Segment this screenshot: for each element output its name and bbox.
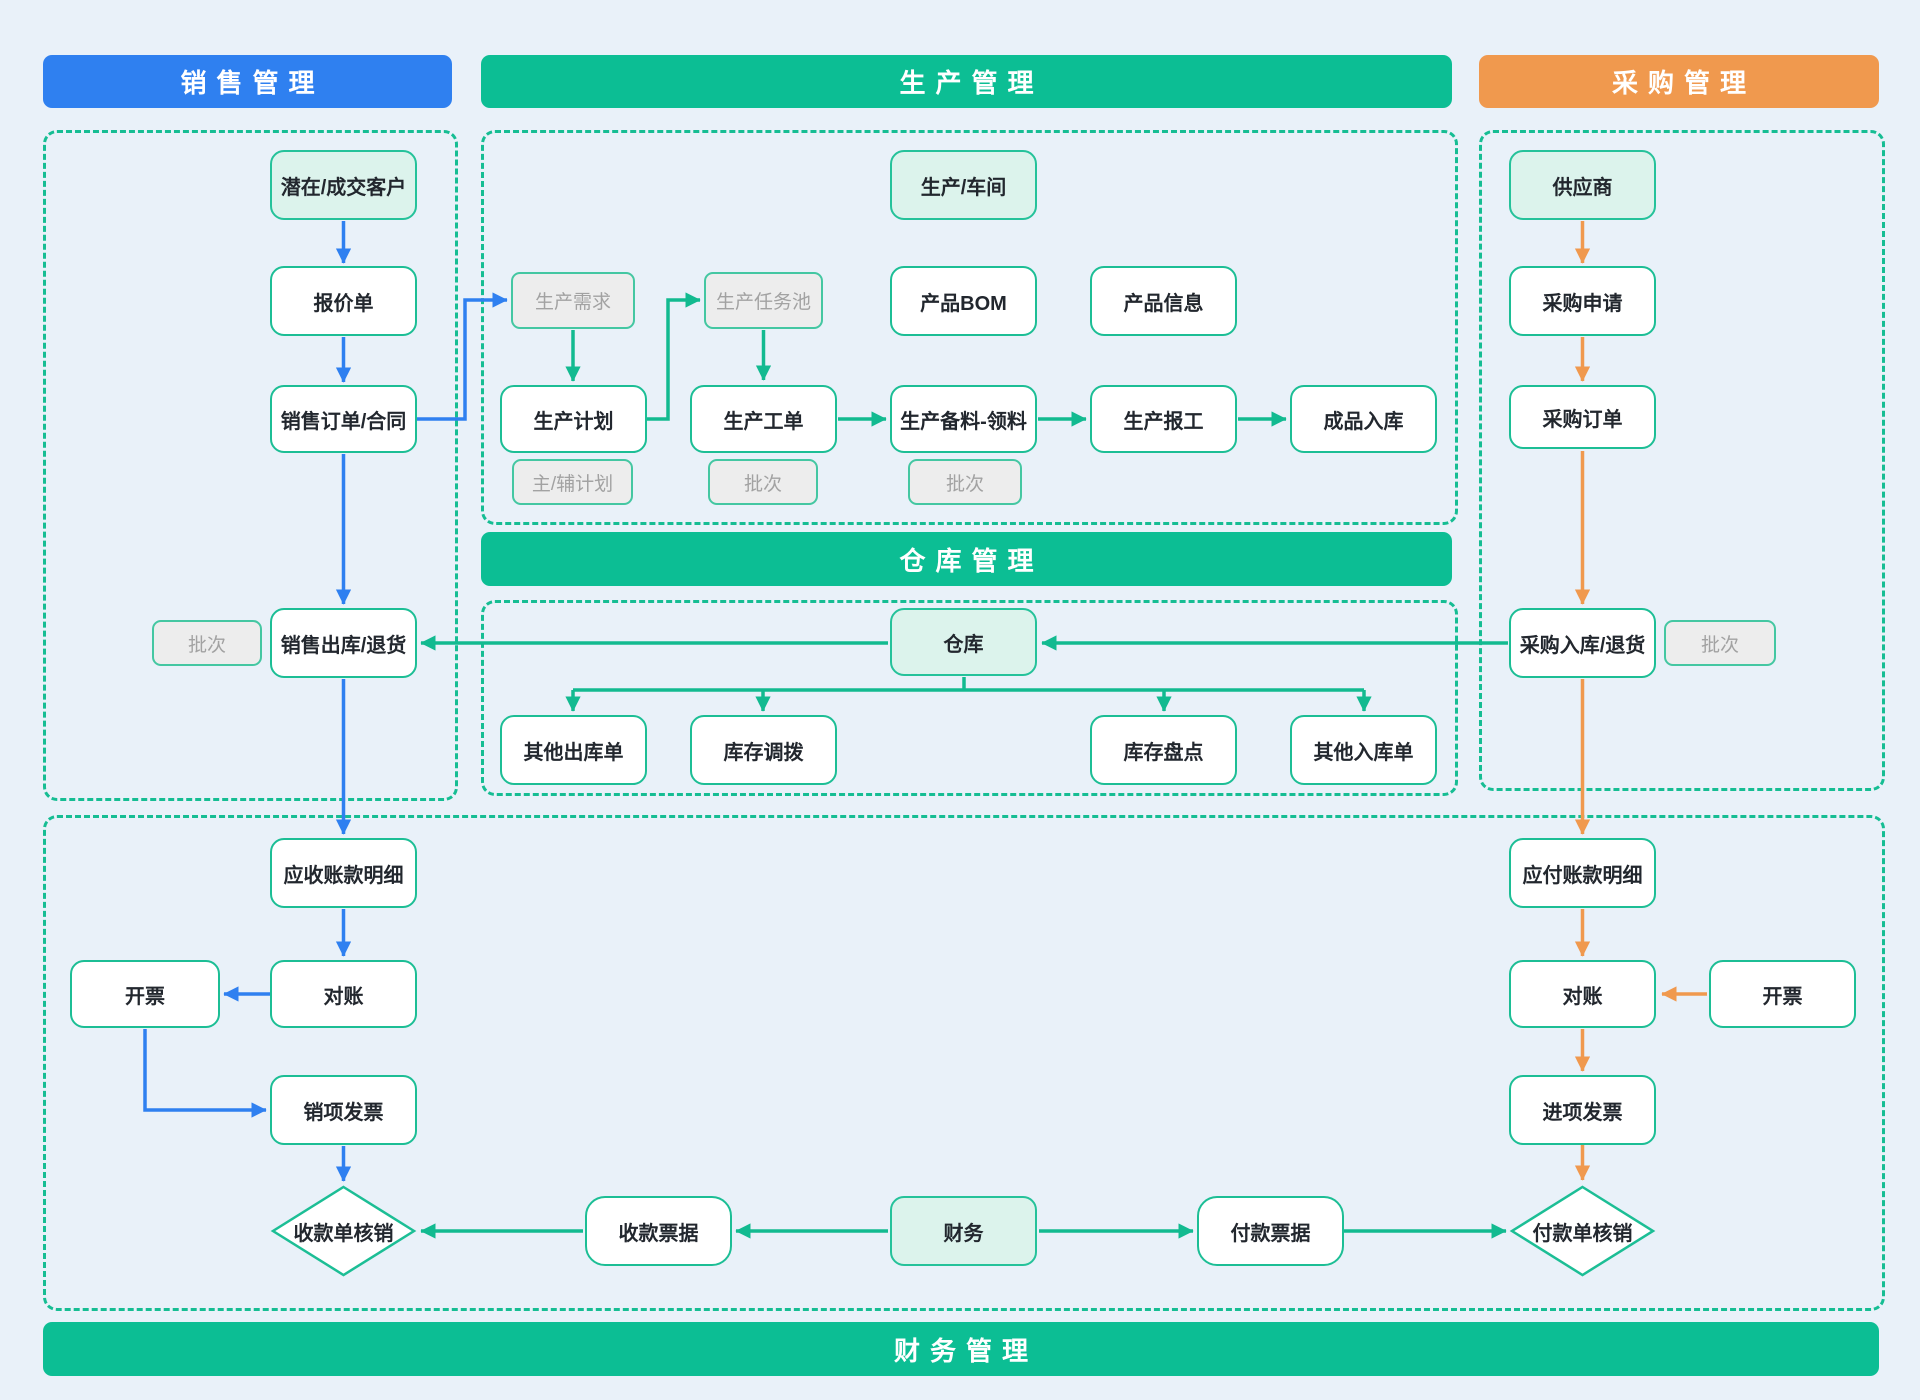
node-label: 产品BOM	[920, 292, 1007, 315]
node-material-picking: 生产备料-领料	[890, 385, 1037, 453]
node-invoice-purchase: 开票	[1709, 960, 1856, 1028]
node-receipt-note: 收款票据	[585, 1196, 732, 1266]
node-label: 生产计划	[533, 410, 614, 433]
node-warehouse: 仓库	[890, 608, 1037, 676]
node-label: 生产需求	[534, 292, 611, 313]
node-finance-dept: 财务	[890, 1196, 1037, 1266]
node-label: 收款票据	[618, 1222, 699, 1245]
node-label: 其他出库单	[523, 741, 624, 764]
node-reconcile-sales: 对账	[270, 960, 417, 1028]
node-production-plan: 生产计划	[500, 385, 647, 453]
node-stock-transfer: 库存调拨	[690, 715, 837, 785]
node-label: 生产任务池	[715, 292, 811, 313]
node-label: 对账	[1562, 985, 1603, 1008]
node-label: 供应商	[1552, 176, 1613, 199]
warehouse-group-container	[481, 600, 1458, 796]
node-purchase-order: 采购订单	[1509, 385, 1656, 449]
node-label: 应付账款明细	[1522, 864, 1643, 887]
node-production-report: 生产报工	[1090, 385, 1237, 453]
node-label: 采购申请	[1542, 292, 1623, 315]
node-label: 对账	[323, 985, 364, 1008]
node-payment-writeoff: 付款单核销	[1509, 1185, 1656, 1277]
node-payment-note: 付款票据	[1197, 1196, 1344, 1266]
node-receipt-writeoff: 收款单核销	[270, 1185, 417, 1277]
node-label: 开票	[125, 985, 165, 1008]
node-label: 产品信息	[1123, 292, 1204, 315]
node-task-pool: 生产任务池	[704, 272, 823, 329]
node-label: 生产/车间	[920, 176, 1007, 199]
node-label: 潜在/成交客户	[280, 176, 407, 199]
node-label: 仓库	[943, 633, 984, 656]
node-batch-material: 批次	[908, 459, 1022, 505]
node-payable-detail: 应付账款明细	[1509, 838, 1656, 908]
node-invoice-sales: 开票	[70, 960, 220, 1028]
node-potential-customer: 潜在/成交客户	[270, 150, 417, 220]
node-production-demand: 生产需求	[511, 272, 635, 329]
node-supplier: 供应商	[1509, 150, 1656, 220]
node-work-order: 生产工单	[690, 385, 837, 453]
node-label: 销项发票	[303, 1101, 384, 1124]
header-finance: 财务管理	[43, 1322, 1879, 1376]
header-production: 生产管理	[481, 55, 1452, 108]
node-label: 批次	[743, 473, 782, 495]
node-label: 销售出库/退货	[280, 634, 407, 657]
node-label: 采购订单	[1542, 408, 1623, 431]
node-label: 开票	[1762, 985, 1803, 1008]
node-label: 财务	[943, 1222, 984, 1245]
header-warehouse: 仓库管理	[481, 532, 1452, 586]
node-sales-invoice: 销项发票	[270, 1075, 417, 1145]
node-label: 应收账款明细	[283, 864, 404, 887]
node-label: 报价单	[313, 292, 374, 315]
node-other-inbound: 其他入库单	[1290, 715, 1437, 785]
node-label: 主/辅计划	[531, 473, 614, 495]
node-main-aux-plan: 主/辅计划	[512, 459, 633, 505]
node-label: 生产备料-领料	[900, 410, 1027, 433]
node-label: 进项发票	[1542, 1101, 1623, 1124]
node-batch-purchase: 批次	[1664, 620, 1776, 666]
node-label: 批次	[1700, 634, 1739, 656]
node-workshop: 生产/车间	[890, 150, 1037, 220]
header-purchase: 采购管理	[1479, 55, 1879, 108]
node-batch-sales: 批次	[152, 620, 262, 666]
node-reconcile-purchase: 对账	[1509, 960, 1656, 1028]
node-label: 付款票据	[1230, 1222, 1311, 1245]
finance-group-container	[43, 815, 1885, 1311]
node-label: 批次	[945, 473, 984, 495]
purchase-group-container	[1479, 130, 1885, 791]
node-label: 成品入库	[1323, 410, 1404, 433]
node-label: 收款单核销	[293, 1222, 394, 1245]
diamond-shape	[1509, 1185, 1656, 1277]
node-receivable-detail: 应收账款明细	[270, 838, 417, 908]
sales-group-container	[43, 130, 458, 801]
node-label: 批次	[187, 634, 226, 656]
node-label: 生产工单	[723, 410, 804, 433]
node-sales-order: 销售订单/合同	[270, 385, 417, 453]
node-purchase-invoice: 进项发票	[1509, 1075, 1656, 1145]
node-label: 付款单核销	[1532, 1222, 1633, 1245]
node-finished-inbound: 成品入库	[1290, 385, 1437, 453]
node-label: 销售订单/合同	[280, 410, 407, 433]
node-quotation: 报价单	[270, 266, 417, 336]
node-label: 库存盘点	[1123, 741, 1204, 764]
node-sales-outbound: 销售出库/退货	[270, 608, 417, 678]
node-batch-work-order: 批次	[708, 459, 818, 505]
header-sales: 销售管理	[43, 55, 452, 108]
node-purchase-request: 采购申请	[1509, 266, 1656, 336]
node-purchase-inbound: 采购入库/退货	[1509, 608, 1656, 678]
node-label: 生产报工	[1123, 410, 1204, 433]
diamond-shape	[270, 1185, 417, 1277]
node-product-bom: 产品BOM	[890, 266, 1037, 336]
node-stock-check: 库存盘点	[1090, 715, 1237, 785]
node-label: 其他入库单	[1313, 741, 1414, 764]
node-label: 库存调拨	[723, 741, 804, 764]
node-product-info: 产品信息	[1090, 266, 1237, 336]
node-other-outbound: 其他出库单	[500, 715, 647, 785]
node-label: 采购入库/退货	[1519, 634, 1646, 657]
